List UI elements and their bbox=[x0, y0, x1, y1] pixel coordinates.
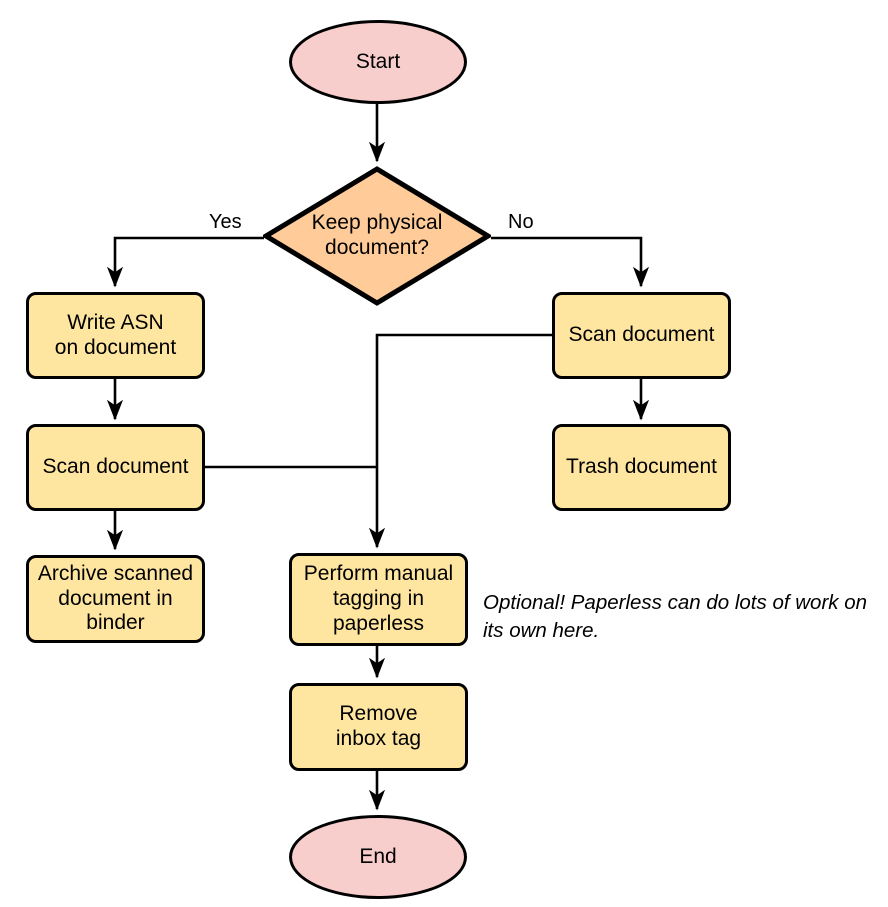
edge-decision-yes-to-write-asn bbox=[106, 236, 264, 288]
node-tagging-label-line1: Perform manual bbox=[303, 562, 454, 586]
node-decision-keep-physical-document[interactable]: Keep physical document? bbox=[263, 166, 491, 306]
node-perform-manual-tagging[interactable]: Perform manual tagging in paperless bbox=[289, 553, 468, 646]
node-remove-inbox-tag[interactable]: Remove inbox tag bbox=[289, 683, 468, 771]
node-write-asn-on-document[interactable]: Write ASN on document bbox=[26, 292, 205, 379]
node-trash-document-label: Trash document bbox=[566, 455, 717, 479]
node-scan-document-left[interactable]: Scan document bbox=[26, 424, 205, 511]
node-write-asn-label-line2: on document bbox=[54, 335, 177, 359]
node-start[interactable]: Start bbox=[289, 20, 467, 104]
note-line1: Optional! Paperless can do lots of work … bbox=[483, 591, 868, 614]
node-archive-label-line1: Archive scanned bbox=[37, 561, 194, 585]
diamond-shape bbox=[263, 166, 491, 306]
node-start-label: Start bbox=[355, 49, 401, 73]
node-archive-label-line2: document in bbox=[58, 586, 173, 610]
edge-decision-no-to-scan-right bbox=[491, 236, 650, 288]
node-decision-label-line1: Keep physical bbox=[311, 211, 443, 235]
edge-scan-right-to-tagging bbox=[368, 333, 552, 549]
node-tagging-label-line2: tagging in bbox=[332, 587, 425, 611]
node-end[interactable]: End bbox=[289, 815, 467, 899]
edge-label-no: No bbox=[508, 211, 534, 233]
node-decision-label: Keep physical document? bbox=[312, 211, 443, 261]
note-optional-paperless: Optional! Paperless can do lots of work … bbox=[483, 589, 883, 644]
node-tagging-label-line3: paperless bbox=[332, 611, 425, 635]
node-scan-document-left-label: Scan document bbox=[42, 455, 189, 479]
node-decision-label-line2: document? bbox=[325, 236, 429, 259]
node-archive-label-line3: binder bbox=[86, 611, 145, 635]
node-write-asn-label-line1: Write ASN bbox=[67, 310, 164, 334]
node-trash-document[interactable]: Trash document bbox=[552, 424, 731, 511]
edge-label-yes: Yes bbox=[209, 211, 242, 233]
node-archive-scanned-document[interactable]: Archive scanned document in binder bbox=[26, 555, 205, 643]
node-end-label: End bbox=[359, 844, 397, 868]
node-scan-document-right-label: Scan document bbox=[568, 323, 715, 347]
node-remove-inbox-label-line2: inbox tag bbox=[335, 727, 422, 750]
node-scan-document-right[interactable]: Scan document bbox=[552, 292, 731, 379]
node-remove-inbox-label-line1: Remove bbox=[339, 702, 418, 726]
note-line2: its own here. bbox=[483, 618, 600, 642]
